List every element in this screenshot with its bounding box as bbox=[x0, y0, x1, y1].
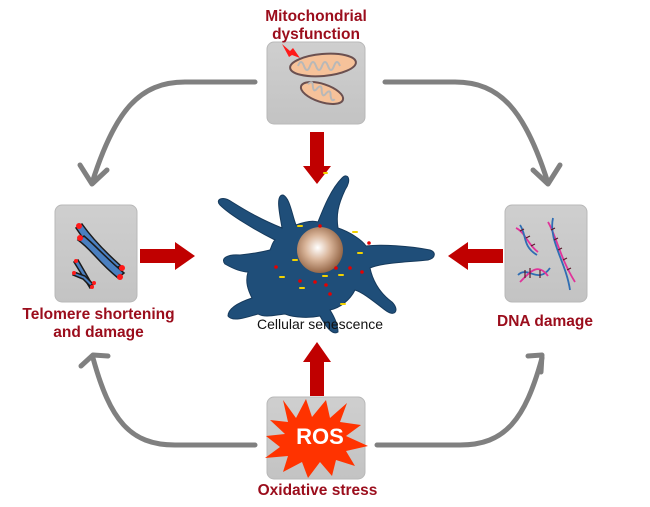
node-telomere-label-line1: Telomere shortening bbox=[22, 306, 175, 323]
node-telomere-label-line2: and damage bbox=[53, 323, 144, 341]
node-mito-label-line1: Mitochondrial bbox=[265, 8, 367, 25]
node-mito-box bbox=[266, 41, 366, 125]
edge-mito-to-telomere bbox=[77, 79, 258, 187]
edge-mito-to-dna bbox=[382, 79, 563, 187]
node-mito-label-line2: dysfunction bbox=[272, 25, 360, 43]
node-dna-box bbox=[504, 204, 588, 303]
nucleus bbox=[297, 227, 343, 273]
node-mito-label: Mitochondrial dysfunction bbox=[240, 8, 392, 44]
organelle-dots bbox=[274, 224, 371, 296]
node-dna-label-line1: DNA damage bbox=[497, 313, 593, 330]
edge-ros-to-center bbox=[303, 342, 331, 396]
ros-burst-text: ROS bbox=[296, 424, 344, 449]
edge-ros-to-dna bbox=[374, 352, 545, 448]
node-telomere-box bbox=[54, 204, 138, 303]
edge-telomere-to-center bbox=[140, 242, 195, 270]
dna-helix-icon bbox=[515, 217, 576, 291]
node-dna-label: DNA damage bbox=[480, 313, 610, 331]
senescent-cell-icon bbox=[217, 172, 435, 334]
ros-burst-icon bbox=[265, 399, 368, 478]
node-ros-box bbox=[265, 396, 368, 480]
mitochondria-icon bbox=[282, 44, 357, 105]
node-ros-label: Oxidative stress bbox=[240, 482, 395, 500]
node-telomere-label: Telomere shortening and damage bbox=[6, 306, 191, 342]
center-label: Cellular senescence bbox=[256, 316, 384, 332]
chromosome-icon bbox=[72, 222, 126, 290]
edge-mito-to-center bbox=[303, 132, 331, 184]
edge-dna-to-center bbox=[448, 242, 503, 270]
edge-ros-to-telomere bbox=[78, 352, 258, 448]
node-ros-label-line1: Oxidative stress bbox=[257, 482, 378, 499]
vesicle-dashes bbox=[279, 172, 363, 305]
